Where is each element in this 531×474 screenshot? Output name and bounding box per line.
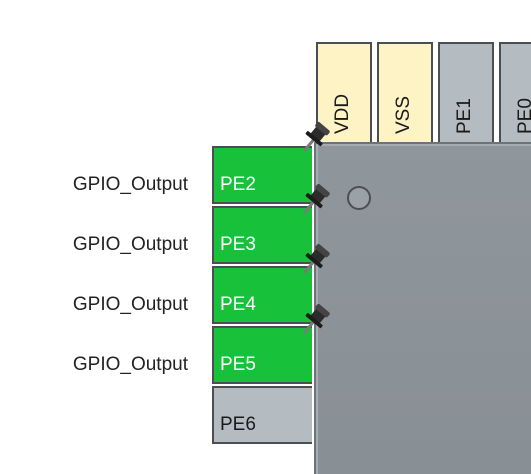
pin-pe6[interactable]: PE6 [212, 386, 312, 444]
pin-label: PE4 [220, 294, 256, 315]
pin-label: PE1 [454, 98, 475, 134]
pin-pe2[interactable]: PE2 [212, 146, 312, 204]
pin-label: VSS [393, 95, 414, 134]
pin-pe1[interactable]: PE1 [438, 42, 494, 142]
pin-vdd[interactable]: VDD [316, 42, 372, 142]
pin-label: PE0 [515, 98, 531, 134]
pin-label: PE6 [220, 414, 256, 435]
pushpin-icon [303, 244, 330, 274]
pin-vss[interactable]: VSS [377, 42, 433, 142]
pushpin-icon [303, 304, 330, 334]
pin-pe4[interactable]: PE4 [212, 266, 312, 324]
signal-label-pe3[interactable]: GPIO_Output [72, 234, 188, 255]
signal-label-pe2[interactable]: GPIO_Output [72, 174, 188, 195]
pin-label: PE3 [220, 234, 256, 255]
pushpin-icon [303, 122, 330, 152]
pin1-marker [347, 186, 371, 210]
signal-label-pe5[interactable]: GPIO_Output [72, 354, 188, 375]
pin-pe3[interactable]: PE3 [212, 206, 312, 264]
pin-label: PE2 [220, 174, 256, 195]
pin-pe5[interactable]: PE5 [212, 326, 312, 384]
signal-label-pe4[interactable]: GPIO_Output [72, 294, 188, 315]
pin-label: PE5 [220, 354, 256, 375]
mcu-chip-body [314, 142, 531, 474]
pin-label: VDD [332, 93, 353, 134]
pin-pe0[interactable]: PE0 [499, 42, 531, 142]
pushpin-icon [303, 184, 330, 214]
